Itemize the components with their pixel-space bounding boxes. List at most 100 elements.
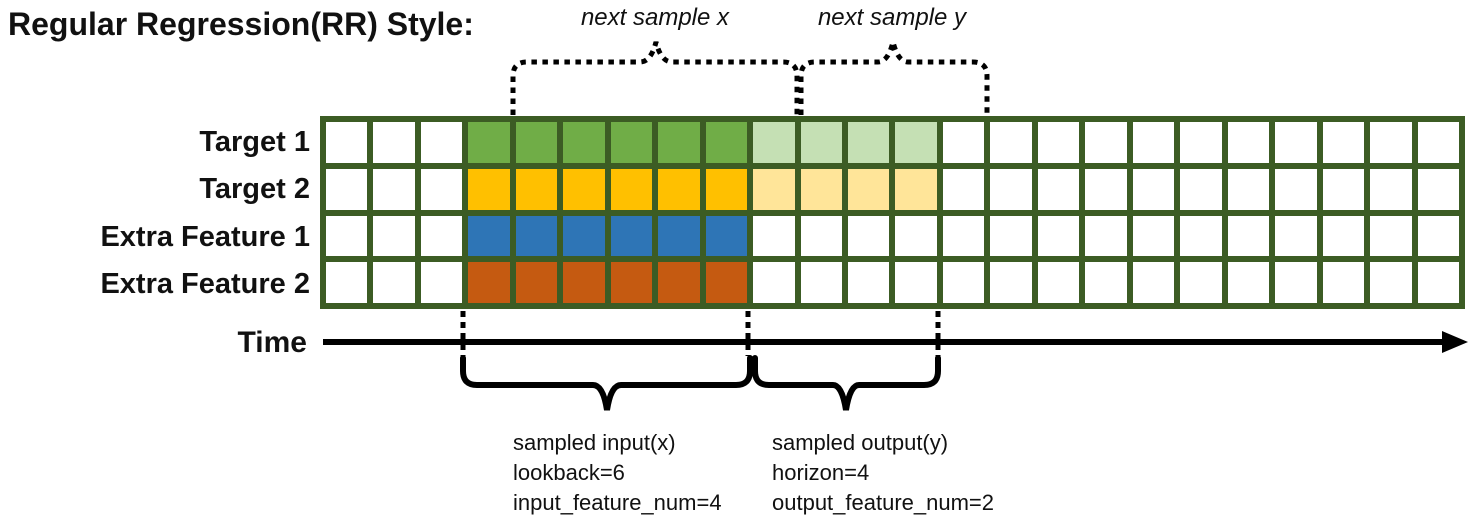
time-arrowhead <box>1442 331 1468 353</box>
grid-cell <box>1180 215 1222 257</box>
grid-cell <box>942 262 985 303</box>
grid-cell <box>468 168 510 210</box>
next-sample-y-brace <box>798 41 990 115</box>
grid-cell <box>515 168 558 210</box>
grid-cell <box>848 168 890 210</box>
grid-cell <box>895 215 937 257</box>
grid-cell <box>753 168 795 210</box>
grid-cell <box>1227 262 1270 303</box>
grid-cell <box>753 215 795 257</box>
grid-cell <box>705 122 748 163</box>
grid-cell <box>610 215 653 257</box>
grid-cell <box>990 122 1032 163</box>
lookback-value: lookback=6 <box>513 460 625 485</box>
grid-cell <box>1085 122 1127 163</box>
grid-cell <box>1037 215 1080 257</box>
row-label-target-1: Target 1 <box>199 126 310 158</box>
grid-cell <box>1417 168 1459 210</box>
next-sample-x-brace <box>510 41 800 115</box>
grid-cell <box>1227 168 1270 210</box>
grid-cell <box>800 262 843 303</box>
grid-cell <box>1085 215 1127 257</box>
sampled-output-title: sampled output(y) <box>772 430 949 455</box>
grid-cell <box>1322 215 1365 257</box>
input-feature-num-value: input_feature_num=4 <box>513 490 722 515</box>
grid-cell <box>705 168 748 210</box>
timeseries-grid <box>320 116 1465 309</box>
grid-cell <box>1132 215 1175 257</box>
grid-cell <box>990 215 1032 257</box>
next-sample-y-label: next sample y <box>817 4 967 31</box>
grid-cell <box>420 122 463 163</box>
grid-cell <box>848 215 890 257</box>
grid-cell <box>326 168 368 210</box>
grid-cell <box>1417 215 1459 257</box>
grid-cell <box>942 168 985 210</box>
grid-cell <box>800 168 843 210</box>
grid-cell <box>1275 122 1317 163</box>
grid-cell <box>1132 168 1175 210</box>
grid-cell <box>1417 262 1459 303</box>
grid-cell <box>563 168 605 210</box>
grid-cell <box>658 215 700 257</box>
sampled-input-brace <box>460 355 753 411</box>
grid-cell <box>1085 262 1127 303</box>
time-axis-label: Time <box>237 326 307 359</box>
grid-cell <box>1227 122 1270 163</box>
grid-cell <box>1180 168 1222 210</box>
grid-cell <box>705 215 748 257</box>
grid-cell <box>468 122 510 163</box>
grid-cell <box>563 215 605 257</box>
diagram-title: Regular Regression(RR) Style: <box>8 6 474 42</box>
grid-cell <box>895 168 937 210</box>
grid-cell <box>1275 262 1317 303</box>
grid-cell <box>848 262 890 303</box>
row-label-extra-feature-1: Extra Feature 1 <box>100 221 310 253</box>
grid-cell <box>800 122 843 163</box>
row-label-extra-feature-2: Extra Feature 2 <box>100 268 310 300</box>
grid-cell <box>420 168 463 210</box>
sampled-output-info: sampled output(y) horizon=4 output_featu… <box>772 428 994 516</box>
grid-cell <box>658 168 700 210</box>
grid-cell <box>326 262 368 303</box>
row-label-target-2: Target 2 <box>199 173 310 205</box>
grid-cell <box>326 215 368 257</box>
grid-cell <box>1275 168 1317 210</box>
grid-cell <box>753 262 795 303</box>
grid-cell <box>1370 262 1412 303</box>
grid-cell <box>1037 122 1080 163</box>
grid-cell <box>658 122 700 163</box>
grid-cell <box>610 262 653 303</box>
grid-cell <box>1322 168 1365 210</box>
grid-cell <box>1037 168 1080 210</box>
grid-cell <box>1370 168 1412 210</box>
horizon-value: horizon=4 <box>772 460 870 485</box>
grid-cell <box>1370 215 1412 257</box>
grid-cell <box>942 215 985 257</box>
output-feature-num-value: output_feature_num=2 <box>772 490 995 515</box>
grid-cell <box>420 215 463 257</box>
grid-cell <box>468 262 510 303</box>
grid-cell <box>1132 262 1175 303</box>
grid-cell <box>990 168 1032 210</box>
grid-cell <box>373 215 415 257</box>
grid-cell <box>1180 262 1222 303</box>
grid-cell <box>800 215 843 257</box>
grid-cell <box>1227 215 1270 257</box>
grid-cell <box>705 262 748 303</box>
grid-cell <box>1322 122 1365 163</box>
grid-cell <box>753 122 795 163</box>
grid-cell <box>1370 122 1412 163</box>
grid-cell <box>1322 262 1365 303</box>
sampled-input-title: sampled input(x) <box>513 430 676 455</box>
grid-cell <box>373 122 415 163</box>
grid-cell <box>990 262 1032 303</box>
sampled-output-brace <box>752 355 941 411</box>
grid-cell <box>373 168 415 210</box>
grid-cell <box>563 262 605 303</box>
sampled-input-info: sampled input(x) lookback=6 input_featur… <box>513 428 722 516</box>
grid-cell <box>515 215 558 257</box>
grid-cell <box>468 215 510 257</box>
grid-cell <box>420 262 463 303</box>
